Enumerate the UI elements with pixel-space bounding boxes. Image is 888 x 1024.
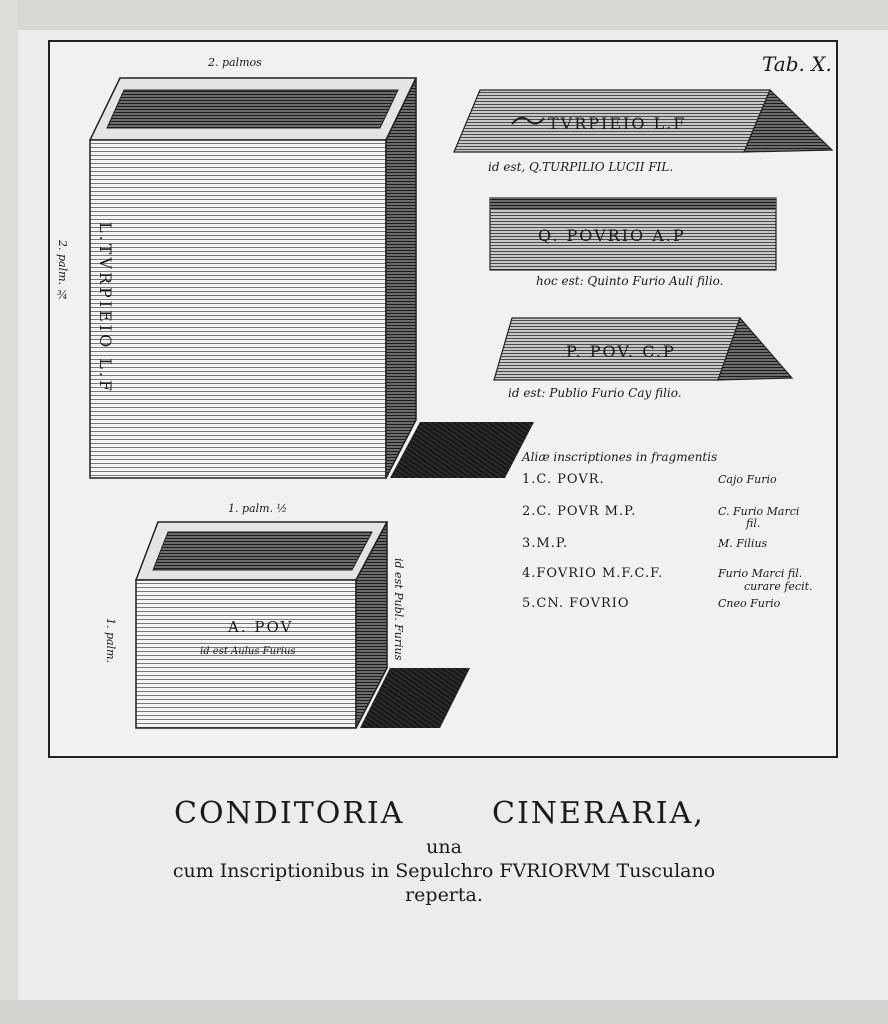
prism-1 xyxy=(453,88,834,153)
small-box-gloss: id est Aulus Furius xyxy=(200,646,296,657)
fragments-heading: Aliæ inscriptiones in fragmentis xyxy=(522,450,718,464)
fragment-5-gloss: Cneo Furio xyxy=(718,597,781,610)
large-cinerary-box xyxy=(88,77,534,479)
sheet-bottom-margin xyxy=(0,1000,888,1024)
prism-2-gloss: hoc est: Quinto Furio Auli filio. xyxy=(536,274,724,288)
sheet-top-margin xyxy=(0,0,888,30)
caption-line-una: una xyxy=(426,836,462,858)
plate-number: Tab. X. xyxy=(762,52,832,76)
sheet-left-margin xyxy=(0,0,18,1024)
title-cineraria: CINERARIA, xyxy=(492,796,705,831)
fragment-4-gloss-cont: curare fecit. xyxy=(744,580,813,593)
prism-3 xyxy=(493,316,794,381)
fragment-2-gloss-cont: fil. xyxy=(746,517,761,530)
large-box-side-dimension: 2. palm. ¾ xyxy=(56,240,69,302)
large-box-shadow xyxy=(390,422,534,478)
small-box-front xyxy=(135,579,357,729)
caption-line-reperta: reperta. xyxy=(405,884,483,906)
prism-2 xyxy=(489,197,777,271)
large-box-inscription: L.TVRPIEIO L.F xyxy=(96,222,115,395)
large-box-front xyxy=(89,139,387,479)
large-box-side xyxy=(385,77,417,479)
prism-3-gloss: id est: Publio Furio Cay filio. xyxy=(508,386,682,400)
title-conditoria: CONDITORIA xyxy=(174,796,405,831)
small-box-shadow xyxy=(360,668,470,728)
prism-1-gloss: id est, Q.TURPILIO LUCII FIL. xyxy=(488,160,674,174)
small-box-opening xyxy=(152,531,373,571)
fragment-5-text: 5.CN. FOVRIO xyxy=(522,596,630,611)
fragment-2-gloss: C. Furio Marci xyxy=(718,505,800,518)
caption-line-inscriptions: cum Inscriptionibus in Sepulchro FVRIORV… xyxy=(172,860,716,882)
large-box-opening xyxy=(106,89,399,129)
fragment-3-gloss: M. Filius xyxy=(718,537,768,550)
large-box-top-dimension: 2. palmos xyxy=(208,56,262,69)
small-box-side-dimension: 1. palm. xyxy=(104,618,117,664)
prism-1-inscription: TVRPIEIO L.F xyxy=(548,114,687,133)
small-box-inscription: A. POV xyxy=(228,618,294,636)
fragment-4-text: 4.FOVRIO M.F.C.F. xyxy=(522,566,664,581)
fragment-2-text: 2.C. POVR M.P. xyxy=(522,504,637,519)
fragment-1-text: 1.C. POVR. xyxy=(522,472,605,487)
small-cinerary-box xyxy=(134,521,470,729)
small-box-side-gloss: id est Publ. Furius xyxy=(392,558,405,661)
small-box-top-dimension: 1. palm. ½ xyxy=(228,502,288,515)
fragment-1-gloss: Cajo Furio xyxy=(718,473,777,486)
prism-3-inscription: P. POV. C.P xyxy=(566,342,676,361)
fragment-3-text: 3.M.P. xyxy=(522,536,569,551)
prism-2-inscription: Q. POVRIO A.P xyxy=(538,226,686,245)
small-box-side xyxy=(355,521,388,729)
fragment-4-gloss: Furio Marci fil. xyxy=(718,567,803,580)
